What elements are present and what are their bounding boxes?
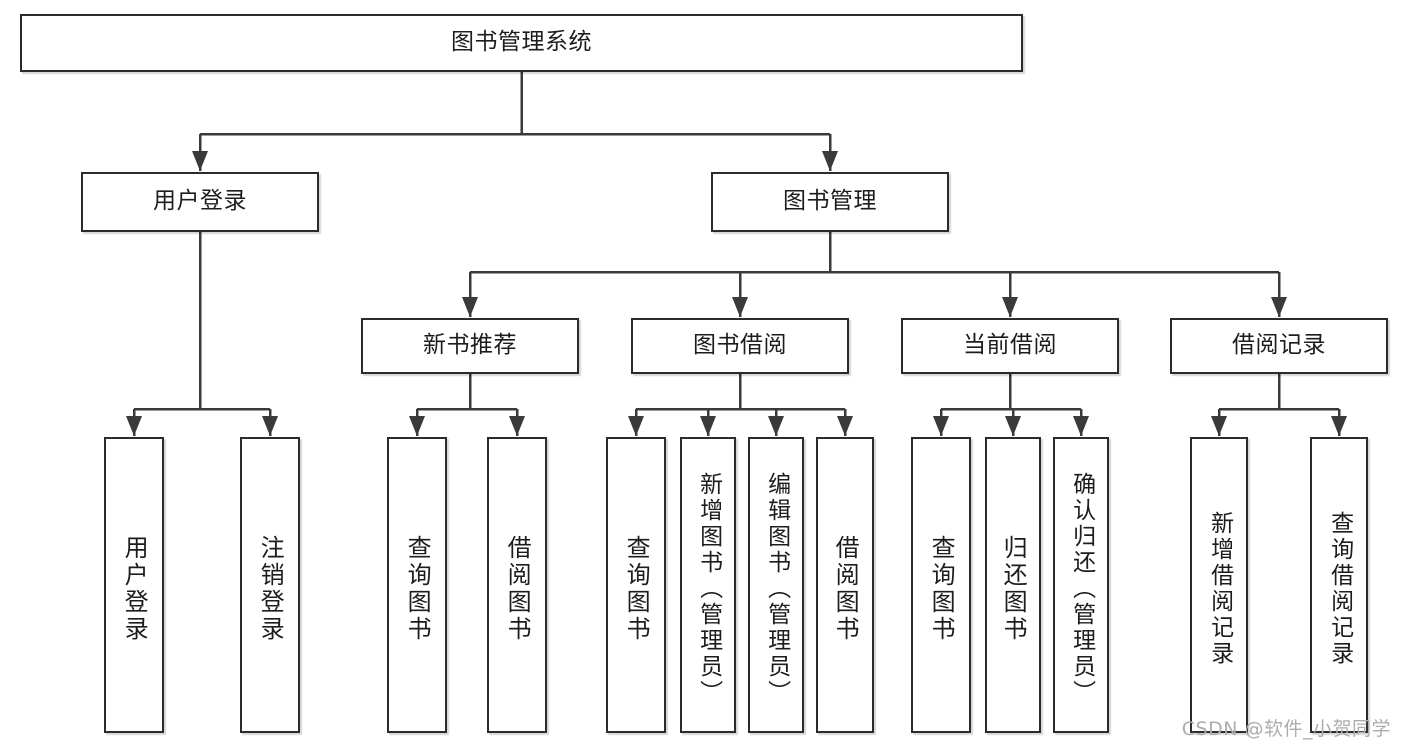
node-borrow[interactable]: 图书借阅 — [631, 318, 849, 374]
node-leaf-cur-1[interactable]: 查询图书 — [911, 437, 971, 733]
node-leaf-cur-3[interactable]: 确认归还（管理员） — [1053, 437, 1109, 733]
node-login[interactable]: 用户登录 — [81, 172, 319, 232]
node-leaf-login-1[interactable]: 用户登录 — [104, 437, 164, 733]
arrowhead-icon — [837, 416, 853, 436]
arrowhead-icon — [732, 297, 748, 317]
node-bookmgmt[interactable]: 图书管理 — [711, 172, 949, 232]
arrowhead-icon — [126, 416, 142, 436]
node-label: 借阅图书 — [503, 535, 532, 643]
node-label: 归还图书 — [999, 535, 1028, 643]
arrowhead-icon — [509, 416, 525, 436]
node-label: 图书管理 — [783, 188, 877, 215]
node-label: 确认归还（管理员） — [1068, 472, 1095, 706]
node-label: 新书推荐 — [423, 332, 517, 359]
arrowhead-icon — [822, 151, 838, 171]
arrowhead-icon — [1331, 416, 1347, 436]
arrowhead-icon — [768, 416, 784, 436]
node-label: 查询图书 — [622, 535, 651, 643]
arrowhead-icon — [1211, 416, 1227, 436]
arrowhead-icon — [192, 151, 208, 171]
arrowhead-icon — [1073, 416, 1089, 436]
arrowhead-icon — [933, 416, 949, 436]
arrowhead-icon — [700, 416, 716, 436]
node-current[interactable]: 当前借阅 — [901, 318, 1119, 374]
node-leaf-rec-1[interactable]: 新增借阅记录 — [1190, 437, 1248, 733]
node-label: 新增图书（管理员） — [695, 472, 722, 706]
watermark-label: CSDN @软件_小贺同学 — [1181, 718, 1391, 740]
node-newbook[interactable]: 新书推荐 — [361, 318, 579, 374]
node-label: 用户登录 — [153, 188, 247, 215]
node-label: 借阅记录 — [1232, 332, 1326, 359]
arrowhead-icon — [409, 416, 425, 436]
arrowhead-icon — [1005, 416, 1021, 436]
node-label: 当前借阅 — [963, 332, 1057, 359]
node-label: 查询图书 — [403, 535, 432, 643]
node-leaf-borrow-4[interactable]: 借阅图书 — [816, 437, 874, 733]
node-label: 查询借阅记录 — [1326, 511, 1353, 667]
node-leaf-new-2[interactable]: 借阅图书 — [487, 437, 547, 733]
node-records[interactable]: 借阅记录 — [1170, 318, 1388, 374]
node-label: 新增借阅记录 — [1206, 511, 1233, 667]
node-label: 查询图书 — [927, 535, 956, 643]
node-label: 用户登录 — [120, 535, 149, 643]
node-label: 借阅图书 — [831, 535, 860, 643]
node-leaf-new-1[interactable]: 查询图书 — [387, 437, 447, 733]
arrowhead-icon — [1271, 297, 1287, 317]
node-label: 编辑图书（管理员） — [763, 472, 790, 706]
node-root[interactable]: 图书管理系统 — [20, 14, 1023, 72]
node-leaf-borrow-3[interactable]: 编辑图书（管理员） — [748, 437, 804, 733]
node-label: 图书借阅 — [693, 332, 787, 359]
arrowhead-icon — [262, 416, 278, 436]
node-label: 注销登录 — [256, 535, 285, 643]
node-leaf-rec-2[interactable]: 查询借阅记录 — [1310, 437, 1368, 733]
node-leaf-borrow-1[interactable]: 查询图书 — [606, 437, 666, 733]
node-label: 图书管理系统 — [451, 29, 592, 56]
arrowhead-icon — [462, 297, 478, 317]
arrowhead-icon — [1002, 297, 1018, 317]
arrowhead-icon — [628, 416, 644, 436]
node-leaf-borrow-2[interactable]: 新增图书（管理员） — [680, 437, 736, 733]
node-leaf-cur-2[interactable]: 归还图书 — [985, 437, 1041, 733]
node-leaf-login-2[interactable]: 注销登录 — [240, 437, 300, 733]
